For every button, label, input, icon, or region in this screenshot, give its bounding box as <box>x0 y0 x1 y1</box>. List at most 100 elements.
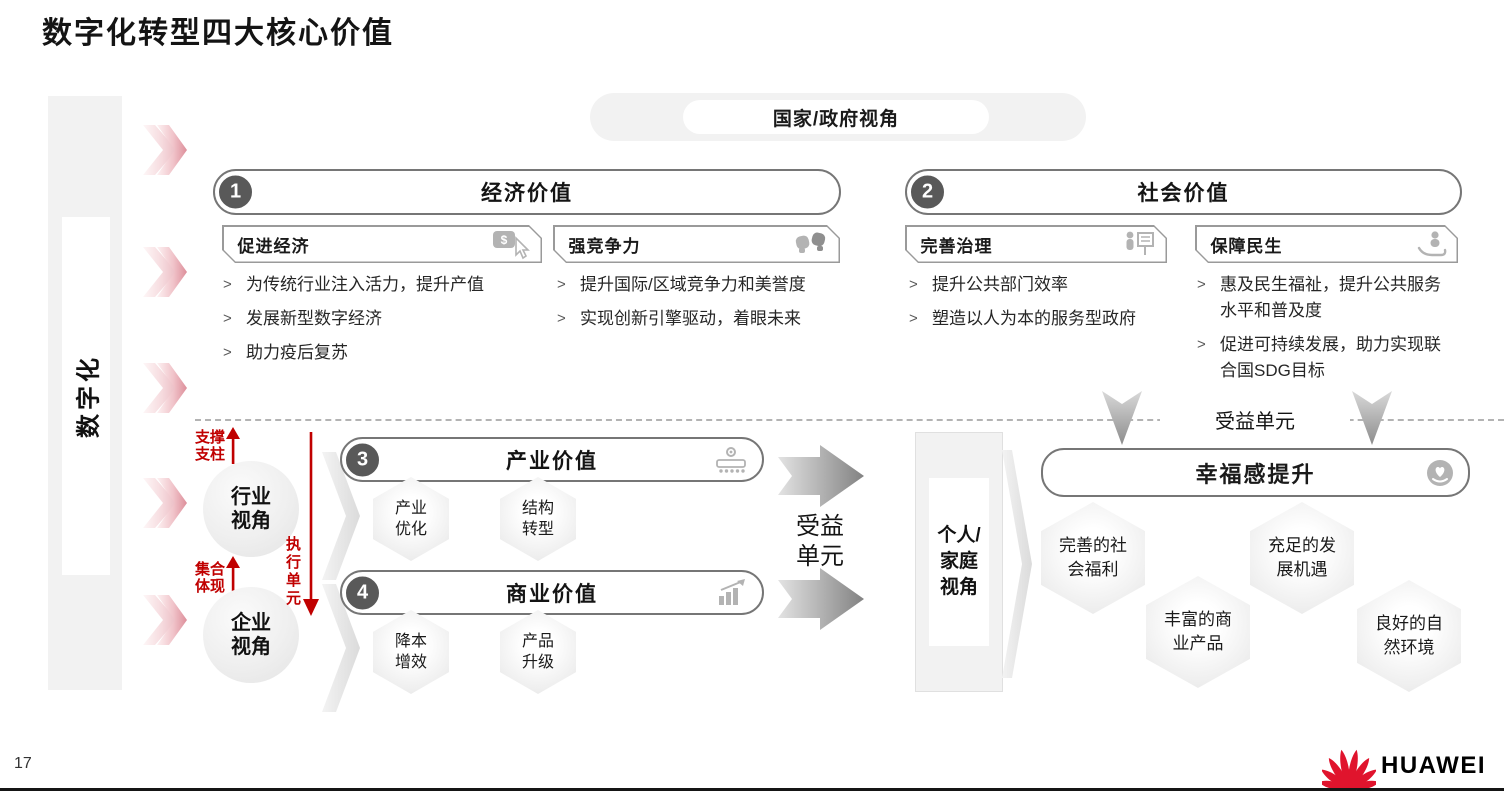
pink-chevron-icon <box>143 125 187 175</box>
livelihood-box: 保障民生 <box>1195 225 1458 263</box>
happiness-hex-welfare: 完善的社 会福利 <box>1041 502 1145 614</box>
aggregate-line1: 集合 <box>195 561 226 578</box>
list-item: > 惠及民生福祉，提升公共服务水平和普及度 <box>1196 272 1442 324</box>
governance-presenter-icon <box>1122 229 1156 259</box>
red-down-arrow-icon <box>303 432 319 616</box>
number-badge-2: 2 <box>909 173 946 211</box>
industry-hex-optimization: 产业 优化 <box>373 477 449 561</box>
support-pillar-label: 支撑 支柱 <box>195 429 225 463</box>
social-bullets-left: > 提升公共部门效率 > 塑造以人为本的服务型政府 <box>908 272 1198 340</box>
benefit-unit-right-label: 受益单元 <box>1160 405 1350 434</box>
bullet-marker: > <box>223 310 232 327</box>
hex-line1: 丰富的商 <box>1164 610 1232 629</box>
pink-chevron-icon <box>143 247 187 297</box>
list-item: > 发展新型数字经济 <box>222 306 552 332</box>
hex-line2: 业产品 <box>1172 634 1224 653</box>
pink-chevron-icon <box>143 595 187 645</box>
wellbeing-heart-icon <box>1427 459 1453 486</box>
hex-line2: 展机遇 <box>1276 560 1328 579</box>
business-growth-icon <box>719 578 745 605</box>
happiness-title: 幸福感提升 <box>1195 461 1316 487</box>
huawei-logo-icon <box>1322 749 1376 790</box>
bullet-marker: > <box>1197 336 1206 353</box>
number-badge-3: 3 <box>344 441 381 478</box>
bullet-text: 提升国际/区域竞争力和美誉度 <box>580 275 806 294</box>
support-pillar-line2: 支柱 <box>195 446 226 463</box>
aggregate-label: 集合 体现 <box>195 561 225 595</box>
bullet-marker: > <box>909 276 918 293</box>
bullet-marker: > <box>223 276 232 293</box>
personal-line3: 视角 <box>939 577 978 598</box>
economic-value-title: 经济价值 <box>481 182 573 205</box>
industry-hex-transformation: 结构 转型 <box>500 477 576 561</box>
list-item: >为传统行业注入活力，提升产值 <box>222 272 552 298</box>
happiness-pill: 幸福感提升 <box>1041 448 1470 497</box>
industry-perspective-line2: 视角 <box>231 510 271 532</box>
bullet-marker: > <box>557 310 566 327</box>
benefit-divider-line <box>195 419 1504 421</box>
page-title: 数字化转型四大核心价值 <box>42 17 394 50</box>
business-value-title: 商业价值 <box>506 582 598 606</box>
gray-chevron-icon <box>322 584 360 712</box>
support-pillar-line1: 支撑 <box>195 429 226 446</box>
industry-perspective-line1: 行业 <box>231 486 271 508</box>
benefit-unit-mid-label: 受益 单元 <box>773 512 867 572</box>
enterprise-perspective-line1: 企业 <box>231 612 271 634</box>
enterprise-perspective-circle: 企业 视角 <box>203 587 299 683</box>
competitiveness-label: 强竞争力 <box>568 236 641 256</box>
gray-chevron-icon <box>322 452 360 580</box>
governance-label: 完善治理 <box>920 236 993 256</box>
personal-line2: 家庭 <box>939 551 978 572</box>
hex-line2: 会福利 <box>1067 560 1119 579</box>
enterprise-perspective-line2: 视角 <box>231 636 271 658</box>
happiness-hex-environment: 良好的自 然环境 <box>1357 580 1461 692</box>
personal-family-box-inner: 个人/ 家庭 视角 <box>929 478 989 646</box>
number-badge-1: 1 <box>217 173 254 211</box>
hex-line1: 充足的发 <box>1268 536 1336 555</box>
personal-line1: 个人/ <box>937 525 981 546</box>
industry-value-title: 产业价值 <box>506 449 598 473</box>
economic-value-pill: 1 经济价值 <box>213 169 841 215</box>
bullet-text: 发展新型数字经济 <box>246 309 382 328</box>
svg-text:$: $ <box>500 233 507 247</box>
hex-line2: 然环境 <box>1383 638 1435 657</box>
bullet-text: 助力疫后复苏 <box>246 343 348 362</box>
bottom-border-line <box>0 788 1504 791</box>
business-hex-product: 产品 升级 <box>500 610 576 694</box>
pink-chevron-icon <box>143 363 187 413</box>
bullet-marker: > <box>909 310 918 327</box>
pink-chevron-icon <box>143 478 187 528</box>
business-hex-cost: 降本 增效 <box>373 610 449 694</box>
economic-bullets-left: >为传统行业注入活力，提升产值 > 发展新型数字经济 > 助力疫后复苏 <box>222 272 552 374</box>
bullet-text: 塑造以人为本的服务型政府 <box>932 309 1136 328</box>
hex-line1: 良好的自 <box>1375 614 1443 633</box>
list-item: > 促进可持续发展，助力实现联合国SDG目标 <box>1196 332 1442 384</box>
number-badge-4: 4 <box>344 574 381 611</box>
bullet-marker: > <box>1197 276 1206 293</box>
social-value-title: 社会价值 <box>1137 182 1230 205</box>
benefit-down-arrow-icon <box>1102 391 1142 445</box>
livelihood-care-icon <box>1415 229 1447 259</box>
red-up-arrow-icon <box>226 556 240 597</box>
competitiveness-box: 强竞争力 <box>553 225 840 263</box>
bullet-text: 提升公共部门效率 <box>932 275 1068 294</box>
bullet-marker: > <box>557 276 566 293</box>
list-item: > 实现创新引擎驱动，着眼未来 <box>556 306 856 332</box>
gray-chevron-icon <box>1002 450 1032 678</box>
bullet-text: 促进可持续发展，助力实现联合国SDG目标 <box>1220 335 1441 380</box>
bullet-marker: > <box>223 344 232 361</box>
benefit-unit-line1: 受益 <box>796 513 844 540</box>
competitiveness-icon <box>793 229 829 259</box>
bullet-text: 惠及民生福祉，提升公共服务水平和普及度 <box>1220 275 1441 320</box>
hex-line2: 增效 <box>394 654 427 671</box>
promote-economy-box: 促进经济 $ <box>222 225 542 263</box>
bullet-text: 实现创新引擎驱动，着眼未来 <box>580 309 801 328</box>
hex-line1: 结构 <box>521 500 554 517</box>
industry-value-pill: 3 产业价值 <box>340 437 764 482</box>
list-item: > 提升公共部门效率 <box>908 272 1198 298</box>
execution-unit-label: 执行单元 <box>284 536 301 608</box>
hex-line1: 完善的社 <box>1059 536 1127 555</box>
red-up-arrow-icon <box>226 427 240 464</box>
hex-line1: 降本 <box>394 633 427 650</box>
